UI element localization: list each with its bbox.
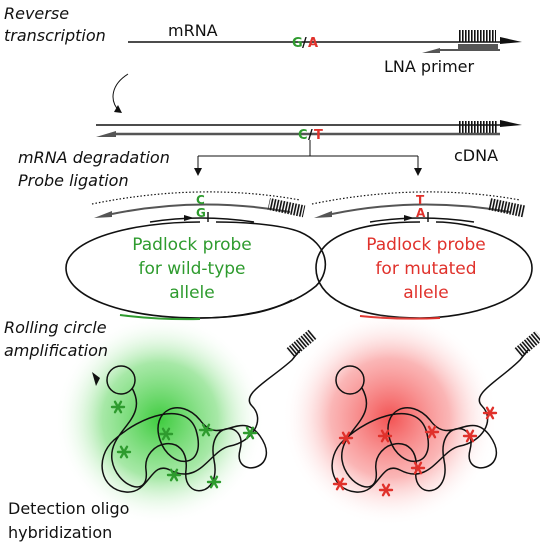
detection-oligo-icon (166, 468, 182, 482)
hybridization-label: hybridization (8, 523, 113, 542)
detection-oligo-icon (158, 427, 174, 441)
detection-oligo-icon (116, 445, 132, 459)
probe-ligation-label: Probe ligation (18, 171, 129, 190)
mrna-base-mutant: A (308, 36, 318, 51)
wildtype-probe-line3: allele (169, 283, 215, 303)
mutant-base-bottom: A (416, 206, 426, 220)
detection-oligo-icon (377, 429, 393, 443)
detection-oligo-icon (110, 400, 126, 414)
cdna-label: cDNA (454, 146, 499, 165)
detection-oligos-wildtype (110, 400, 258, 489)
rca-product-wildtype (92, 329, 317, 493)
mrna-strand (128, 30, 522, 44)
mrna-label: mRNA (168, 21, 218, 40)
mutant-probe-line2: for mutated (375, 259, 477, 279)
detection-oligo-icon (462, 429, 478, 443)
detection-oligo-icon (206, 475, 222, 489)
cdna-base-mutant: T (314, 128, 323, 143)
detection-oligo-label: Detection oligo (8, 499, 130, 518)
rolling-circle-label: Rolling circle (4, 318, 107, 337)
detection-oligo-icon (482, 406, 498, 420)
mutant-probe-label: Padlock probe for mutated allele (326, 233, 526, 305)
reverse-transcription-label-line1: Reverse (4, 4, 70, 23)
detection-oligo-icon (338, 431, 354, 445)
lna-primer (422, 44, 500, 53)
mrna-base-wildtype: G (292, 36, 303, 51)
mutant-probe-line3: allele (403, 283, 449, 303)
detection-oligo-icon (424, 425, 440, 439)
detection-oligo-icon (242, 426, 258, 440)
wildtype-base-top: C (196, 193, 205, 207)
reverse-transcription-label-line2: transcription (4, 26, 106, 45)
left-probe-target (91, 191, 306, 223)
wildtype-probe-label: Padlock probe for wild-type allele (92, 233, 292, 305)
mrna-base-slash: / (302, 36, 307, 51)
wildtype-base-bottom: G (196, 206, 206, 220)
detection-oligo-icon (198, 423, 214, 437)
wildtype-probe-line1: Padlock probe (132, 235, 252, 255)
cdna-duplex (96, 120, 522, 137)
detection-oligo-icon (410, 461, 426, 475)
detection-oligos-mutant (332, 406, 498, 497)
split-arrows (194, 140, 422, 176)
curved-arrow-icon (112, 73, 129, 113)
right-probe-target (311, 191, 526, 223)
amplification-label: amplification (4, 341, 109, 360)
detection-oligo-icon (378, 483, 394, 497)
mutant-base-top: T (416, 193, 425, 207)
mrna-degradation-label: mRNA degradation (18, 148, 170, 167)
cdna-base-wildtype: C (298, 128, 308, 143)
detection-oligo-icon (332, 477, 348, 491)
wildtype-probe-line2: for wild-type (138, 259, 246, 279)
mutant-probe-line1: Padlock probe (366, 235, 486, 255)
cdna-base-slash: / (308, 128, 313, 143)
lna-primer-label: LNA primer (384, 57, 475, 76)
